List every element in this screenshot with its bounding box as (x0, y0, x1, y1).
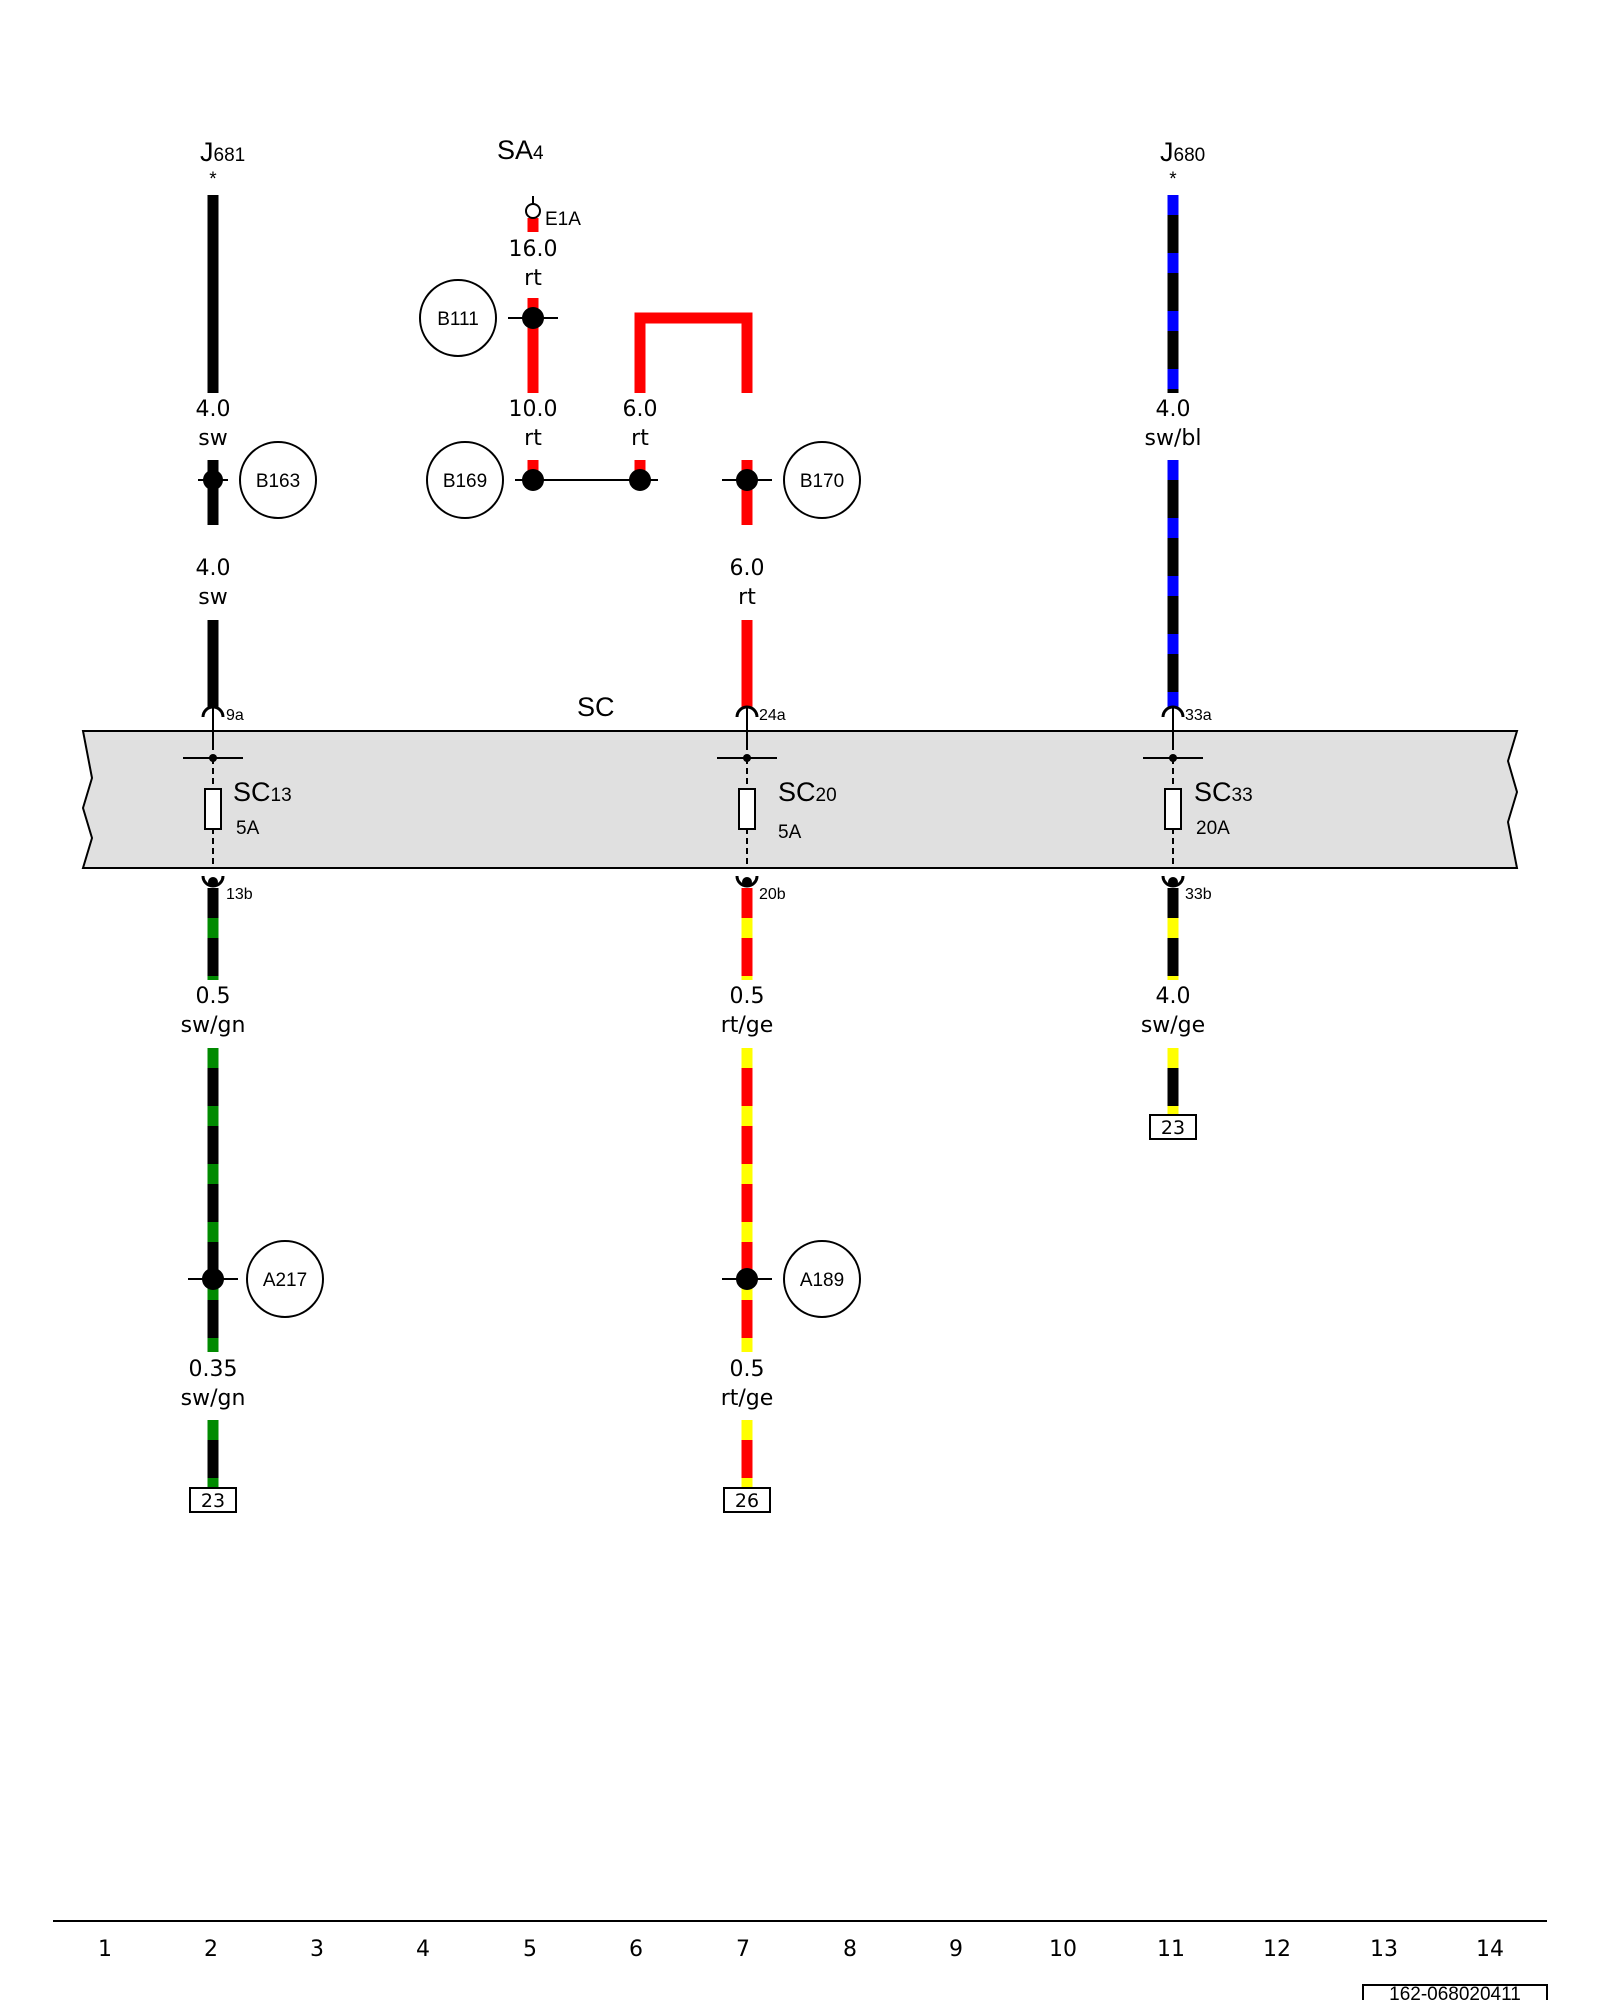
connector-b163-circle (239, 441, 317, 519)
ref-box-col7[interactable] (723, 1487, 771, 1513)
terminal-e1a (525, 203, 541, 219)
fuse-sc33-label: SC33 (1194, 777, 1253, 807)
connector-b170-circle (783, 441, 861, 519)
connector-b111-label: B111 (437, 309, 479, 330)
connector-a217-circle (246, 1240, 324, 1318)
splice-a217-dot (202, 1268, 224, 1290)
ref-box-col11[interactable] (1149, 1114, 1197, 1140)
wire-j681-mid-color: sw (198, 585, 227, 610)
fuse-sc13 (183, 705, 243, 888)
ref-box-col2[interactable] (189, 1487, 237, 1513)
wire-j680-color: sw/bl (1145, 426, 1202, 451)
fuse-sc20-label: SC20 (778, 777, 837, 807)
column-number: 13 (1370, 1937, 1398, 1962)
fuse-sc33 (1143, 705, 1203, 888)
wire-sa4-top-size: 16.0 (509, 237, 558, 262)
component-j681-mark: * (209, 169, 217, 190)
pin-9a-label: 9a (226, 707, 244, 724)
component-sa4-label: SA4 (497, 135, 544, 165)
wire-a217-out-size: 0.35 (189, 1357, 238, 1382)
fuse-sc13-label: SC13 (233, 777, 292, 807)
column-number: 12 (1263, 1937, 1291, 1962)
fuse-sc33-rating: 20A (1196, 818, 1230, 839)
pin-33a-label: 33a (1185, 707, 1212, 724)
pin-20b-label: 20b (759, 886, 786, 903)
wire-sc13-out-color: sw/gn (181, 1013, 246, 1038)
column-number: 3 (310, 1937, 324, 1962)
component-sc-label: SC (577, 692, 615, 722)
column-number: 2 (204, 1937, 218, 1962)
fuse-sc20 (717, 705, 777, 888)
wire-b111-b169-color: rt (524, 426, 542, 451)
wire-loop-color: rt (631, 426, 649, 451)
wire-b111-b169-size: 10.0 (509, 397, 558, 422)
connector-b111-circle (419, 279, 497, 357)
column-number: 7 (736, 1937, 750, 1962)
column-number: 5 (523, 1937, 537, 1962)
column-numbers: 1 2 3 4 5 6 7 8 9 10 11 12 13 14 (98, 1937, 1504, 1962)
doc-id: 162-068020411 (1389, 1984, 1521, 2000)
column-number: 9 (949, 1937, 963, 1962)
column-number: 4 (416, 1937, 430, 1962)
splice-b170-dot (736, 469, 758, 491)
connector-b170-label: B170 (800, 471, 844, 492)
wire-a217-out-color: sw/gn (181, 1386, 246, 1411)
fuse-sc13-rating: 5A (236, 818, 260, 839)
doc-id-box (1362, 1984, 1548, 2000)
wire-sc13-out-size: 0.5 (196, 984, 231, 1009)
fuse-sc20-rating: 5A (778, 822, 802, 843)
wire-j681-top-color: sw (198, 426, 227, 451)
ref-col11-label: 23 (1161, 1117, 1185, 1139)
wire-a189-out-size: 0.5 (730, 1357, 765, 1382)
terminal-e1a-label: E1A (545, 209, 581, 230)
circuit-j681: B163 A217 (188, 195, 324, 1488)
connector-b169-circle (426, 441, 504, 519)
ref-col7-label: 26 (735, 1490, 759, 1512)
connector-a189-circle (783, 1240, 861, 1318)
sc-fuse-box (81, 730, 1519, 869)
wire-j681-top-size: 4.0 (196, 397, 231, 422)
circuit-sa4: B111 B169 (419, 196, 753, 519)
connector-a189-label: A189 (800, 1270, 844, 1291)
column-number: 8 (843, 1937, 857, 1962)
splice-b169-dot-right (629, 469, 651, 491)
splice-b163-dot (203, 470, 223, 490)
connector-b169-label: B169 (443, 471, 487, 492)
circuit-sc20: B170 A189 (722, 441, 861, 1488)
connector-a217-label: A217 (263, 1270, 307, 1291)
wire-j680-size: 4.0 (1156, 397, 1191, 422)
connector-b163-label: B163 (256, 471, 300, 492)
wire-loop-size: 6.0 (623, 397, 658, 422)
splice-b111-dot (522, 307, 544, 329)
wire-sc20-out-color: rt/ge (721, 1013, 774, 1038)
wire-sa4-top-color: rt (524, 266, 542, 291)
pin-24a-label: 24a (759, 707, 786, 724)
column-number: 14 (1476, 1937, 1504, 1962)
wire-sc33-out-size: 4.0 (1156, 984, 1191, 1009)
column-number: 10 (1049, 1937, 1077, 1962)
wire-b170-sc-color: rt (738, 585, 756, 610)
wire-sc33-out-color: sw/ge (1141, 1013, 1205, 1038)
pin-33b-label: 33b (1185, 886, 1212, 903)
column-number: 11 (1157, 1937, 1185, 1962)
component-j680-label: J680 (1160, 137, 1205, 167)
wire-loop (634, 312, 753, 393)
wire-b170-sc-size: 6.0 (730, 556, 765, 581)
component-j681-label: J681 (200, 137, 245, 167)
splice-b169-dot-left (522, 469, 544, 491)
component-j680-mark: * (1169, 169, 1177, 190)
wire-a189-out-color: rt/ge (721, 1386, 774, 1411)
pin-13b-label: 13b (226, 886, 253, 903)
splice-a189-dot (736, 1268, 758, 1290)
column-number: 1 (98, 1937, 112, 1962)
wire-sc20-out-size: 0.5 (730, 984, 765, 1009)
column-number: 6 (629, 1937, 643, 1962)
wire-j681-mid-size: 4.0 (196, 556, 231, 581)
ref-col2-label: 23 (201, 1490, 225, 1512)
